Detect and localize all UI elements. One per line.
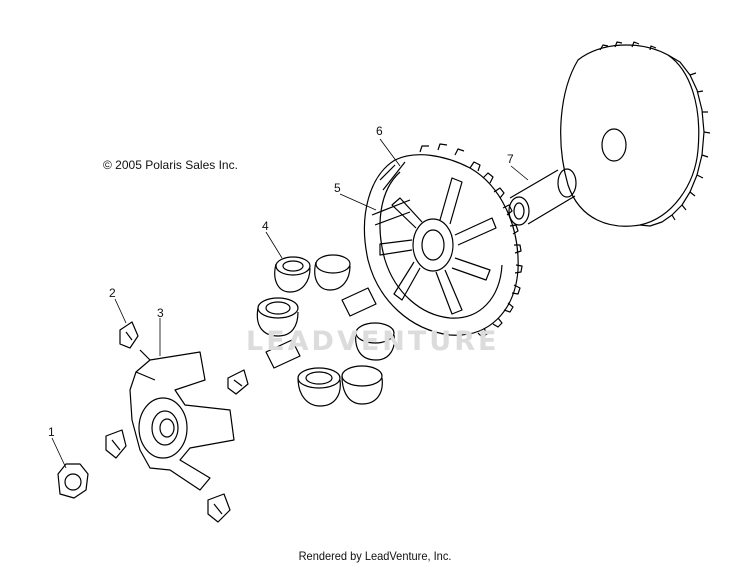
callout-7: 7 [507,152,514,166]
callout-6: 6 [376,124,383,138]
callout-3: 3 [157,306,164,320]
leader-lines [51,138,529,469]
moveable-sheave [363,143,523,338]
callout-5: 5 [334,181,341,195]
buttons [105,321,249,523]
spacer-bushing [508,168,577,226]
spider [129,349,235,491]
copyright-notice: © 2005 Polaris Sales Inc. [103,158,238,172]
footer-credit: Rendered by LeadVenture, Inc. [298,549,452,563]
callout-1: 1 [48,425,55,439]
rollers [256,254,395,407]
fixed-sheave [560,41,711,227]
callout-2: 2 [109,286,116,300]
watermark: LEADVENTURE [246,326,500,357]
nut [57,463,89,499]
callout-4: 4 [262,219,269,233]
